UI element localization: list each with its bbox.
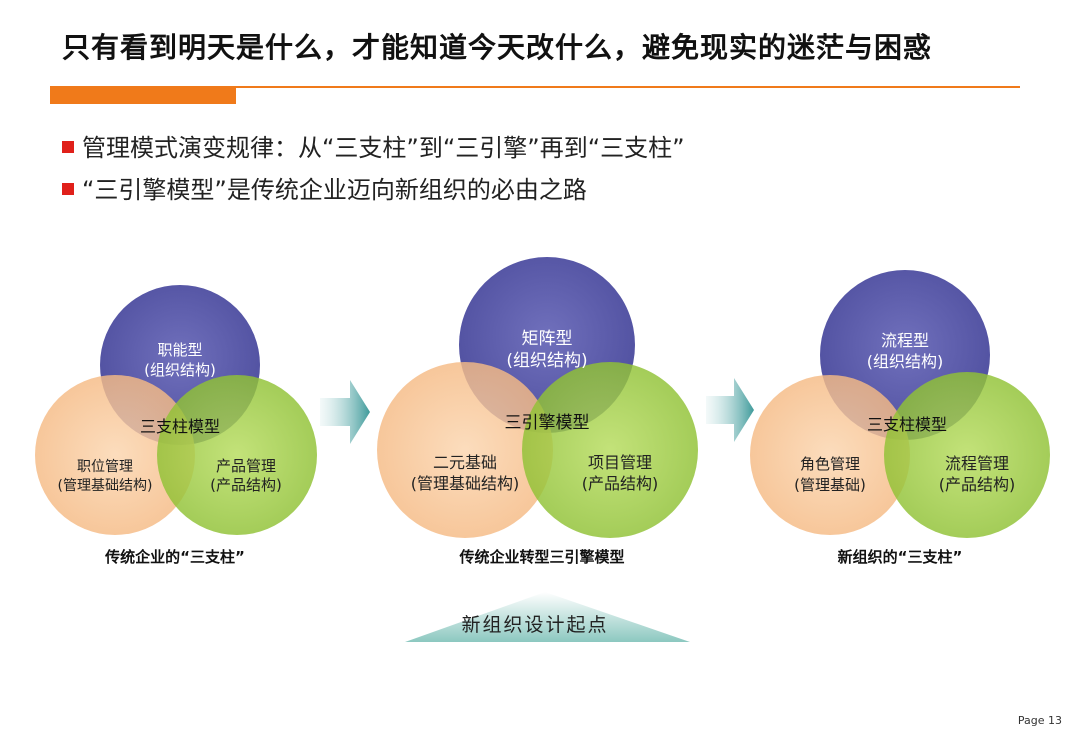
slide-title: 只有看到明天是什么，才能知道今天改什么，避免现实的迷茫与困惑: [62, 31, 933, 64]
bullet-square-icon: [62, 141, 74, 153]
title-underline-block: [50, 86, 236, 104]
right-label-2: (产品结构): [210, 476, 282, 494]
diagram-traditional: 职能型 (组织结构) 三支柱模型 职位管理 (管理基础结构) 产品管理 (产品结…: [35, 285, 317, 566]
circle-management-base: [750, 375, 910, 535]
arrow-right-icon: [320, 380, 370, 444]
right-label-2: (产品结构): [582, 474, 659, 493]
right-label-1: 流程管理: [945, 454, 1009, 473]
center-label: 三引擎模型: [505, 413, 590, 433]
top-label-1: 职能型: [157, 341, 202, 359]
center-label: 三支柱模型: [867, 415, 947, 434]
circle-management-base: [35, 375, 195, 535]
diagram-caption: 传统企业的“三支柱”: [104, 548, 245, 566]
top-label-2: (组织结构): [144, 361, 216, 379]
circle-product: [522, 362, 698, 538]
right-label-1: 产品管理: [216, 457, 276, 475]
circle-management-base: [377, 362, 553, 538]
title-underline: [50, 86, 1020, 88]
top-label-2: (组织结构): [867, 352, 944, 371]
bullet-square-icon: [62, 183, 74, 195]
circle-product: [157, 375, 317, 535]
bullet-text: 管理模式演变规律：从“三支柱”到“三引擎”再到“三支柱”: [82, 134, 685, 162]
diagram-new-organization: 流程型 (组织结构) 三支柱模型 角色管理 (管理基础) 流程管理 (产品结构)…: [750, 270, 1050, 566]
left-label-1: 二元基础: [433, 453, 497, 472]
center-label: 三支柱模型: [140, 417, 220, 436]
diagram-caption: 传统企业转型三引擎模型: [458, 548, 624, 566]
left-label-2: (管理基础): [794, 476, 866, 494]
diagram-caption: 新组织的“三支柱”: [838, 548, 963, 566]
bullet-item-1: 管理模式演变规律：从“三支柱”到“三引擎”再到“三支柱”: [62, 128, 685, 163]
left-label-1: 职位管理: [77, 459, 133, 475]
bullet-text: “三引擎模型”是传统企业迈向新组织的必由之路: [82, 176, 587, 204]
bullet-item-2: “三引擎模型”是传统企业迈向新组织的必由之路: [62, 170, 587, 205]
left-label-2: (管理基础结构): [58, 477, 153, 494]
top-label-1: 流程型: [881, 331, 929, 350]
right-label-1: 项目管理: [588, 453, 652, 472]
arrow-right-icon: [706, 378, 754, 442]
left-label-2: (管理基础结构): [411, 474, 520, 493]
diagram-transition: 矩阵型 (组织结构) 三引擎模型 二元基础 (管理基础结构) 项目管理 (产品结…: [377, 257, 698, 566]
circle-product: [884, 372, 1050, 538]
right-label-2: (产品结构): [939, 475, 1016, 494]
page-number: Page 13: [1017, 714, 1062, 727]
top-label-2: (组织结构): [506, 351, 587, 371]
starting-point-triangle: [405, 592, 690, 642]
left-label-1: 角色管理: [800, 455, 860, 473]
starting-point-label: 新组织设计起点: [461, 614, 608, 636]
top-label-1: 矩阵型: [522, 329, 573, 349]
